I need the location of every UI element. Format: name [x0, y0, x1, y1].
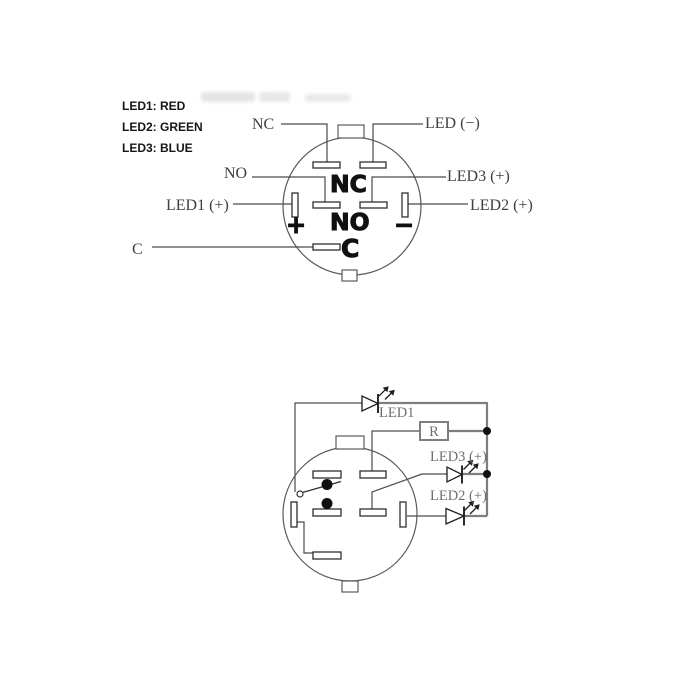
pinout-terminal-left	[291, 192, 299, 218]
pinout-terminal-top-left	[312, 161, 341, 169]
pinout-terminal-bottom	[312, 243, 341, 251]
pin-label-led3: LED3 (+)	[447, 168, 510, 185]
switch-body-circle	[282, 446, 418, 582]
led2-diode	[445, 500, 480, 526]
junction-dot-resistor	[483, 427, 491, 435]
led2-emission-arrows-icon	[464, 500, 480, 515]
pin-label-no: NO	[224, 165, 247, 182]
pinout-diagram: NC LED (−) NO LED3 (+) LED1 (+) LED2 (+)…	[132, 115, 533, 282]
resistor-box	[419, 421, 449, 441]
pin-label-c: C	[132, 241, 143, 258]
pinout-bottom-notch	[341, 269, 358, 282]
watermark-smudge	[201, 92, 351, 102]
switch-terminal-left	[290, 501, 298, 528]
wire-led-minus	[372, 123, 423, 163]
pin-label-led1: LED1 (+)	[166, 197, 229, 214]
led3-diode	[446, 459, 479, 484]
led1-emission-arrows-icon	[378, 386, 395, 400]
schem-label-led3: LED3 (+)	[430, 449, 487, 465]
switch-top-notch	[335, 435, 365, 450]
switch-bottom-notch	[341, 580, 359, 593]
switch-terminal-mid-left	[312, 508, 342, 517]
pinout-terminal-mid-left	[312, 201, 341, 209]
switch-lever	[302, 480, 342, 494]
wire-nc	[281, 123, 328, 163]
led1-triangle	[361, 394, 380, 413]
led3-triangle	[446, 465, 464, 484]
led2-triangle	[445, 507, 466, 526]
watermark-blob	[259, 92, 290, 102]
led1-diode	[361, 386, 395, 413]
led-color-legend: LED1: RED LED2: GREEN LED3: BLUE	[122, 99, 203, 155]
switch-terminal-right	[399, 501, 407, 528]
marking-plus: +	[286, 211, 306, 239]
wire-left-loop	[294, 402, 362, 492]
pin-label-led2: LED2 (+)	[470, 197, 533, 214]
switch-terminal-mid-right	[359, 508, 387, 517]
schem-label-led1: LED1	[379, 405, 414, 421]
junction-dot-led3	[483, 470, 491, 478]
resistor-label: R	[429, 424, 439, 440]
pinout-terminal-mid-right	[359, 201, 388, 209]
switch-terminal-bottom	[312, 551, 342, 560]
marking-no: NO	[330, 208, 370, 236]
contact-dot-no	[321, 498, 333, 509]
pin-label-led-minus: LED (−)	[425, 115, 480, 132]
marking-c: C	[341, 234, 359, 263]
marking-minus: −	[394, 211, 414, 239]
wire-led3-to-terminal	[371, 473, 447, 510]
wire-led3	[371, 176, 446, 203]
watermark-blob	[305, 94, 351, 102]
legend-led2: LED2: GREEN	[122, 120, 203, 134]
pin-label-nc: NC	[252, 116, 274, 133]
wiring-schematic: R LED1 LED3 (+)	[282, 386, 491, 593]
contact-dot-nc	[321, 479, 333, 490]
schem-label-led2: LED2 (+)	[430, 488, 487, 504]
legend-led3: LED3: BLUE	[122, 141, 193, 155]
switch-terminal-top-right	[359, 470, 387, 479]
wire-no	[252, 176, 326, 203]
wire-common-branch	[297, 521, 314, 554]
pinout-terminal-right	[401, 192, 409, 218]
wire-resistor-to-terminal	[371, 430, 420, 472]
marking-nc: NC	[330, 170, 367, 198]
watermark-blob	[201, 92, 255, 102]
switch-terminal-top-left	[312, 470, 342, 479]
pinout-top-notch	[337, 124, 365, 139]
pinout-terminal-top-right	[359, 161, 387, 169]
switch-pivot-circle	[296, 490, 304, 498]
led3-emission-arrows-icon	[463, 459, 479, 474]
legend-led1: LED1: RED	[122, 99, 186, 113]
